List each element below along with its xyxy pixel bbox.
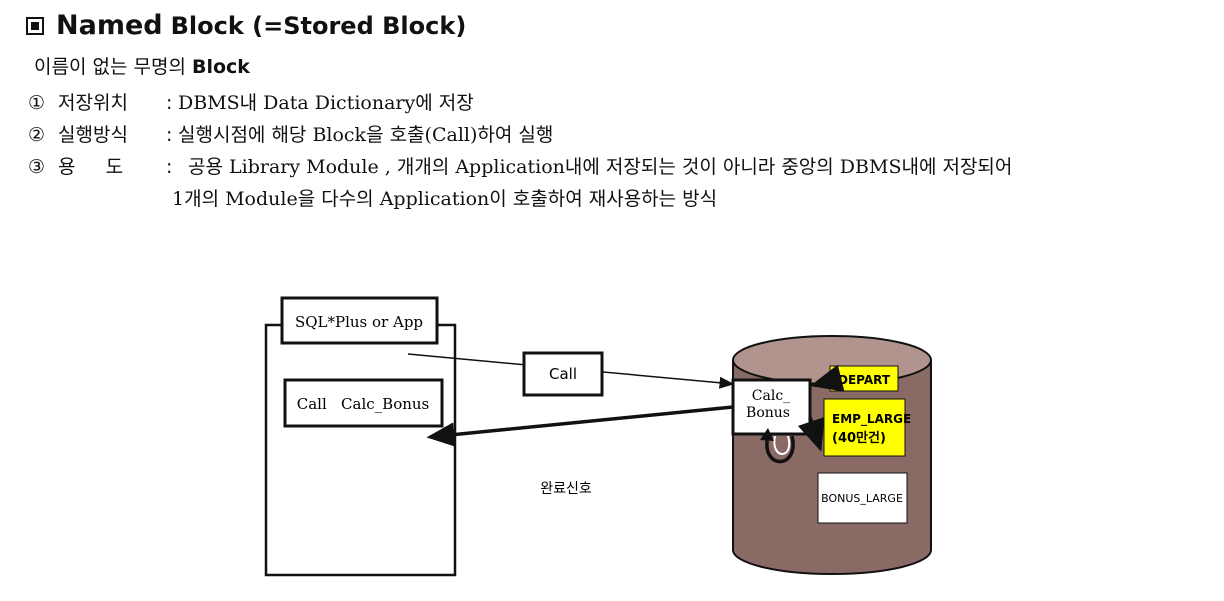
call-box-label: Call [549,365,577,383]
page-heading: Named Block (=Stored Block) [26,10,466,41]
return-arrow [426,405,734,447]
item-label: 실행방식 [58,124,128,146]
item-usage: ③ 용 도: 공용 Library Module , 개개의 Application… [28,152,1012,179]
item-colon: : [166,92,173,114]
item-usage-continuation: 1개의 Module을 다수의 Application이 호출하여 재사용하는 … [172,188,718,210]
item-storage-location: ① 저장위치:DBMS내 Data Dictionary에 저장 [28,88,474,115]
item-colon: : [166,124,173,146]
item-number: ② [28,124,46,146]
emp-large-table [823,398,906,457]
heading-title-rest: Block (=Stored Block) [170,11,467,40]
depart-label: DEPART [838,373,891,387]
item-text: 실행시점에 해당 Block을 호출(Call)하여 실행 [178,124,554,146]
bonus-large-table [817,472,908,524]
call-statement: Call Calc_Bonus [297,395,430,413]
emp-large-arrow [797,417,825,452]
subtitle-text: 이름이 없는 무명의 [34,56,186,78]
loop-arrow-icon [760,428,795,464]
item-text: 공용 Library Module , 개개의 Application내에 저장… [188,156,1013,178]
item-number: ③ [28,156,46,178]
depart-arrow [810,364,845,392]
item-colon: : [166,156,173,178]
call-box [522,351,604,397]
calc-bonus-line2: Bonus [746,405,790,421]
square-bullet-icon [26,16,44,35]
calc-bonus-box [731,378,812,436]
application-window: SQL*Plus or App Call Calc_Bonus [264,296,457,577]
emp-large-label: EMP_LARGE [832,412,911,427]
item-text: DBMS내 Data Dictionary에 저장 [178,92,474,114]
calc-bonus-line1: Calc_ [752,388,790,404]
subtitle: 이름이 없는 무명의 Block [34,52,250,79]
emp-large-count: (40만건) [832,430,886,446]
app-label: SQL*Plus or App [295,313,423,331]
item-number: ① [28,92,46,114]
subtitle-bold: Block [191,56,250,78]
app-label-box [280,296,439,345]
item-label: 저장위치 [58,92,128,114]
completion-signal-label: 완료신호 [540,481,592,497]
call-statement-box [283,378,444,428]
item-label: 용 도 [58,156,124,178]
item-execution-method: ② 실행방식:실행시점에 해당 Block을 호출(Call)하여 실행 [28,120,553,147]
bonus-large-label: BONUS_LARGE [821,492,903,505]
heading-title-big: Named [56,10,163,41]
